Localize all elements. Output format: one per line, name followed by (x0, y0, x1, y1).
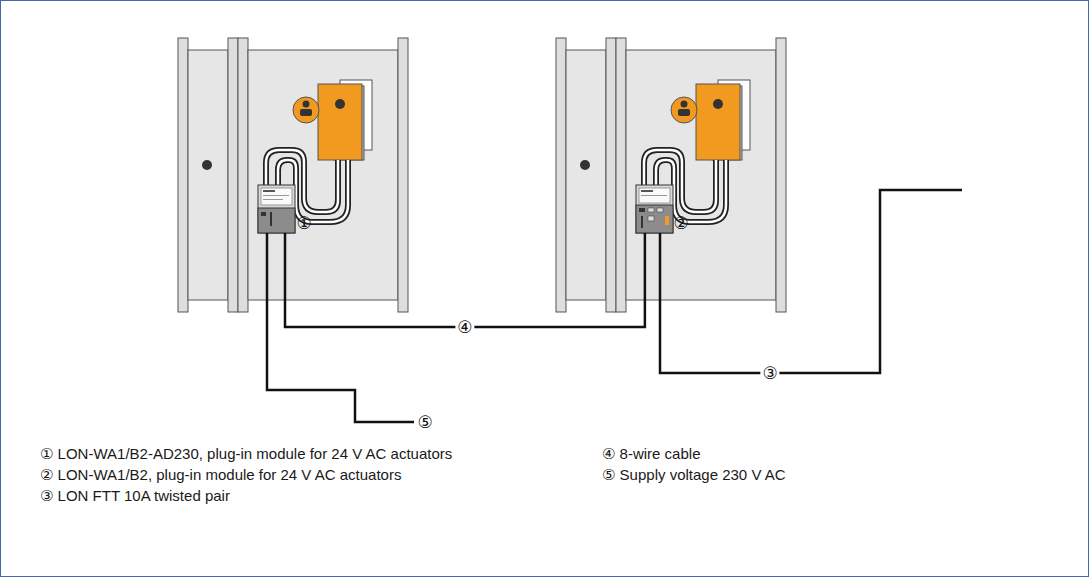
duct-section (178, 38, 408, 312)
key-entry: ③ LON FTT 10A twisted pair (40, 487, 230, 504)
module-body (636, 185, 673, 233)
person-head (681, 101, 688, 108)
duct-panel (626, 50, 776, 300)
flange (556, 38, 566, 312)
callout-number: ③ (760, 364, 779, 383)
actuator-dot (335, 99, 345, 109)
actuator-dot (713, 99, 723, 109)
cable-connector (285, 233, 645, 327)
module-switch (657, 208, 663, 212)
person-body (300, 109, 312, 116)
flange (398, 38, 408, 312)
module-port (270, 212, 272, 226)
module-switch (648, 216, 654, 221)
shaft-dot (202, 160, 212, 170)
module-logo (641, 190, 653, 192)
person-body (678, 109, 690, 116)
duct-panel (188, 50, 228, 300)
module-print (263, 195, 289, 196)
callout-number: ⑤ (415, 413, 434, 432)
key-entry: ② LON-WA1/B2, plug-in module for 24 V AC… (40, 466, 401, 483)
duct-panel (566, 50, 606, 300)
module-port (261, 212, 266, 216)
callout-number: ④ (455, 318, 474, 337)
flange (776, 38, 786, 312)
module-label (261, 188, 292, 205)
person-icon (293, 97, 319, 123)
actuator (696, 84, 740, 160)
flange (616, 38, 626, 312)
key-entry: ① LON-WA1/B2-AD230, plug-in module for 2… (40, 445, 452, 462)
module-port (641, 216, 643, 228)
module-body (258, 185, 295, 233)
plug-in-module: ② (636, 185, 673, 233)
module-base (258, 208, 295, 233)
flange (228, 38, 238, 312)
flange (606, 38, 616, 312)
callout-number: ② (673, 215, 688, 232)
plug-in-module: ① (258, 185, 295, 233)
person-icon (671, 97, 697, 123)
flange (178, 38, 188, 312)
module-print (641, 195, 667, 196)
module-switch (648, 208, 654, 212)
person-head (303, 101, 310, 108)
bus-wire (660, 190, 962, 373)
module-led (665, 216, 669, 225)
key-entry: ⑤ Supply voltage 230 V AC (602, 466, 786, 483)
flange (238, 38, 248, 312)
module-print (263, 199, 283, 200)
duct-panel (248, 50, 398, 300)
shaft-dot (580, 160, 590, 170)
module-base (636, 205, 673, 233)
duct-section (556, 38, 786, 312)
key-entry: ④ 8-wire cable (602, 445, 700, 462)
module-port (639, 208, 645, 212)
actuator (318, 84, 362, 160)
module-logo (263, 190, 275, 192)
callout-number: ① (296, 215, 311, 232)
module-label (639, 188, 670, 203)
